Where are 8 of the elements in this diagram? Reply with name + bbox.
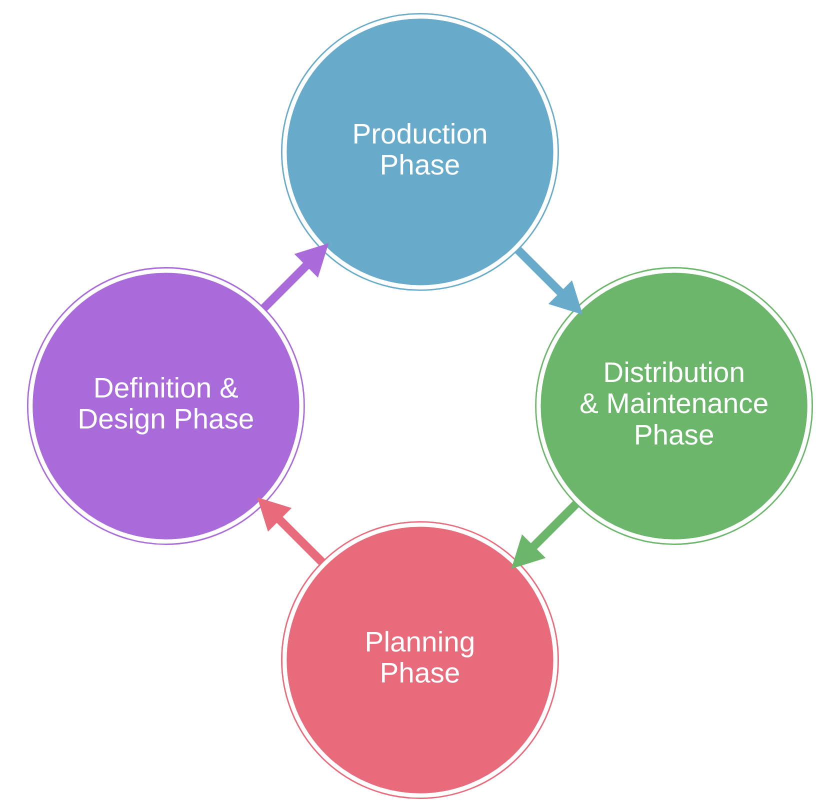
arrow — [260, 243, 328, 312]
arrow — [510, 500, 579, 569]
arrow — [514, 246, 582, 315]
node-circle: Planning Phase — [280, 521, 558, 800]
node-circle: Definition & Design Phase — [26, 267, 304, 545]
arrow — [256, 497, 325, 566]
node-circle: Distribution & Maintenance Phase — [534, 267, 813, 545]
node-circle: Production Phase — [280, 12, 558, 291]
